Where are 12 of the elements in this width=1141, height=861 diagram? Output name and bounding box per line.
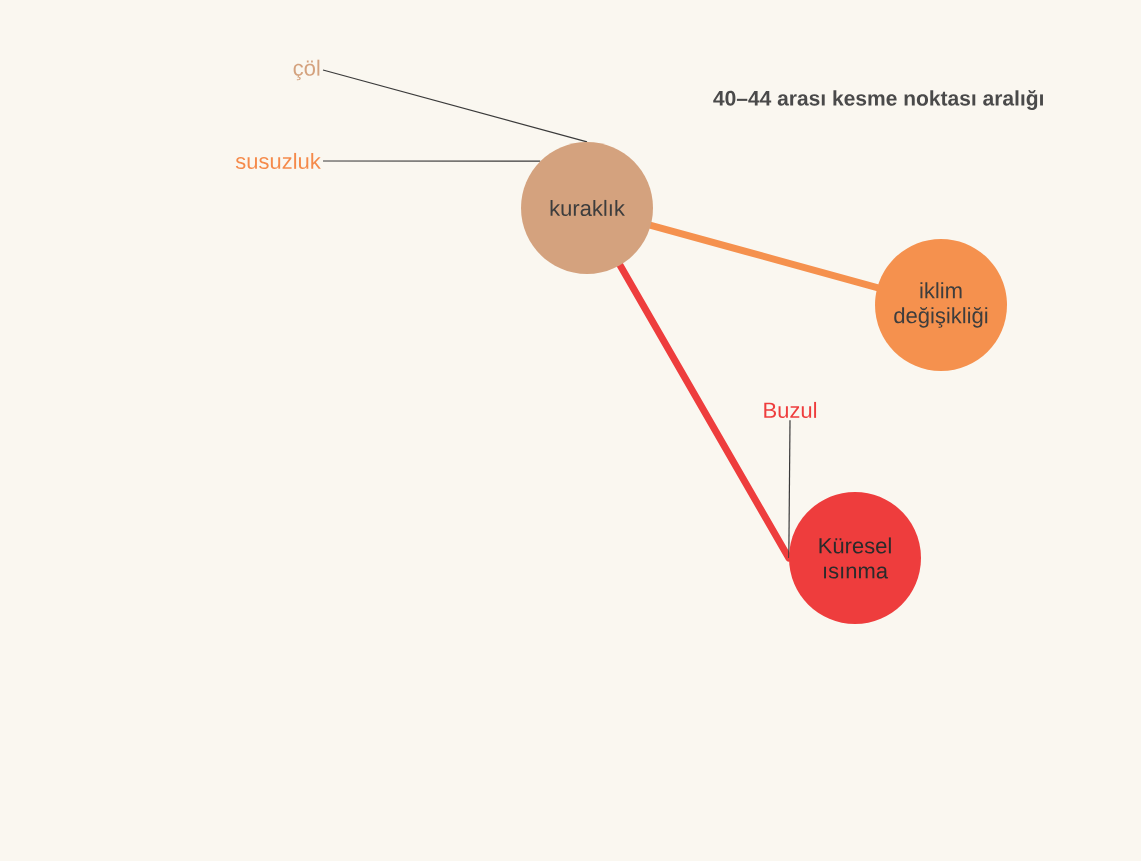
circle-node: iklim değişikliği bbox=[875, 239, 1007, 371]
circle-node: Küresel ısınma bbox=[789, 492, 921, 624]
leader-line bbox=[788, 419, 791, 559]
connector-line bbox=[647, 222, 881, 291]
callout-label: susuzluk bbox=[235, 152, 321, 170]
title: 40–44 arası kesme noktası aralığı bbox=[713, 90, 1043, 110]
leader-line bbox=[322, 69, 588, 143]
leader-line bbox=[322, 160, 541, 162]
callout-label: Buzul bbox=[764, 401, 817, 419]
callout-label: çöl bbox=[293, 59, 320, 81]
circle-node: kuraklık bbox=[521, 142, 653, 274]
connector-line bbox=[616, 261, 793, 562]
